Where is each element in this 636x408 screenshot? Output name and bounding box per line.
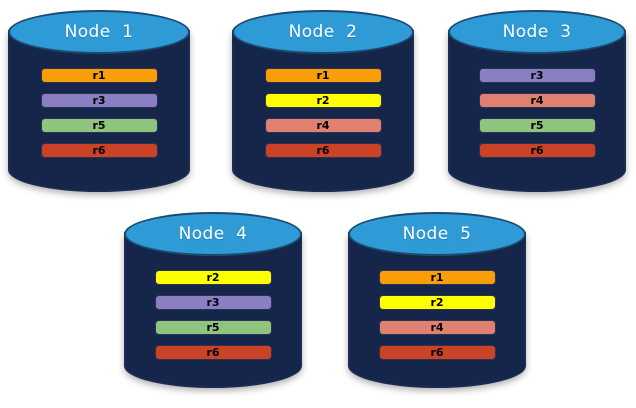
database-node-3[interactable]: Node 3 r3 r4 r5 r6 [448, 10, 626, 192]
replica-bar[interactable]: r2 [264, 93, 382, 108]
replica-bar[interactable]: r6 [478, 143, 596, 158]
replica-bar[interactable]: r5 [40, 118, 158, 133]
replica-bar[interactable]: r2 [154, 270, 272, 285]
replica-bar[interactable]: r1 [378, 270, 496, 285]
replica-list: r2 r3 r5 r6 [124, 270, 302, 360]
node-label: Node 5 [402, 224, 472, 244]
cylinder-top-icon [232, 10, 414, 54]
database-node-2[interactable]: Node 2 r1 r2 r4 r6 [232, 10, 414, 192]
replica-list: r1 r3 r5 r6 [8, 68, 190, 158]
node-label: Node 2 [288, 22, 358, 42]
database-node-1[interactable]: Node 1 r1 r3 r5 r6 [8, 10, 190, 192]
cylinder-top-icon [448, 10, 626, 54]
replica-bar[interactable]: r5 [478, 118, 596, 133]
replica-list: r3 r4 r5 r6 [448, 68, 626, 158]
replica-bar[interactable]: r3 [40, 93, 158, 108]
cylinder-top-icon [8, 10, 190, 54]
node-label: Node 3 [502, 22, 572, 42]
replica-bar[interactable]: r6 [40, 143, 158, 158]
replica-bar[interactable]: r4 [264, 118, 382, 133]
database-node-4[interactable]: Node 4 r2 r3 r5 r6 [124, 212, 302, 388]
replica-bar[interactable]: r4 [378, 320, 496, 335]
replica-bar[interactable]: r1 [40, 68, 158, 83]
replica-list: r1 r2 r4 r6 [348, 270, 526, 360]
replica-bar[interactable]: r4 [478, 93, 596, 108]
replica-bar[interactable]: r6 [264, 143, 382, 158]
replica-bar[interactable]: r3 [478, 68, 596, 83]
cylinder-body [232, 30, 414, 192]
replica-bar[interactable]: r6 [378, 345, 496, 360]
cylinder-body [124, 232, 302, 388]
replica-bar[interactable]: r5 [154, 320, 272, 335]
node-label: Node 4 [178, 224, 248, 244]
replica-bar[interactable]: r6 [154, 345, 272, 360]
replica-bar[interactable]: r2 [378, 295, 496, 310]
replica-bar[interactable]: r1 [264, 68, 382, 83]
cylinder-top-icon [124, 212, 302, 256]
cylinder-body [448, 30, 626, 192]
replica-list: r1 r2 r4 r6 [232, 68, 414, 158]
cylinder-top-icon [348, 212, 526, 256]
database-node-5[interactable]: Node 5 r1 r2 r4 r6 [348, 212, 526, 388]
replica-bar[interactable]: r3 [154, 295, 272, 310]
node-label: Node 1 [64, 22, 134, 42]
